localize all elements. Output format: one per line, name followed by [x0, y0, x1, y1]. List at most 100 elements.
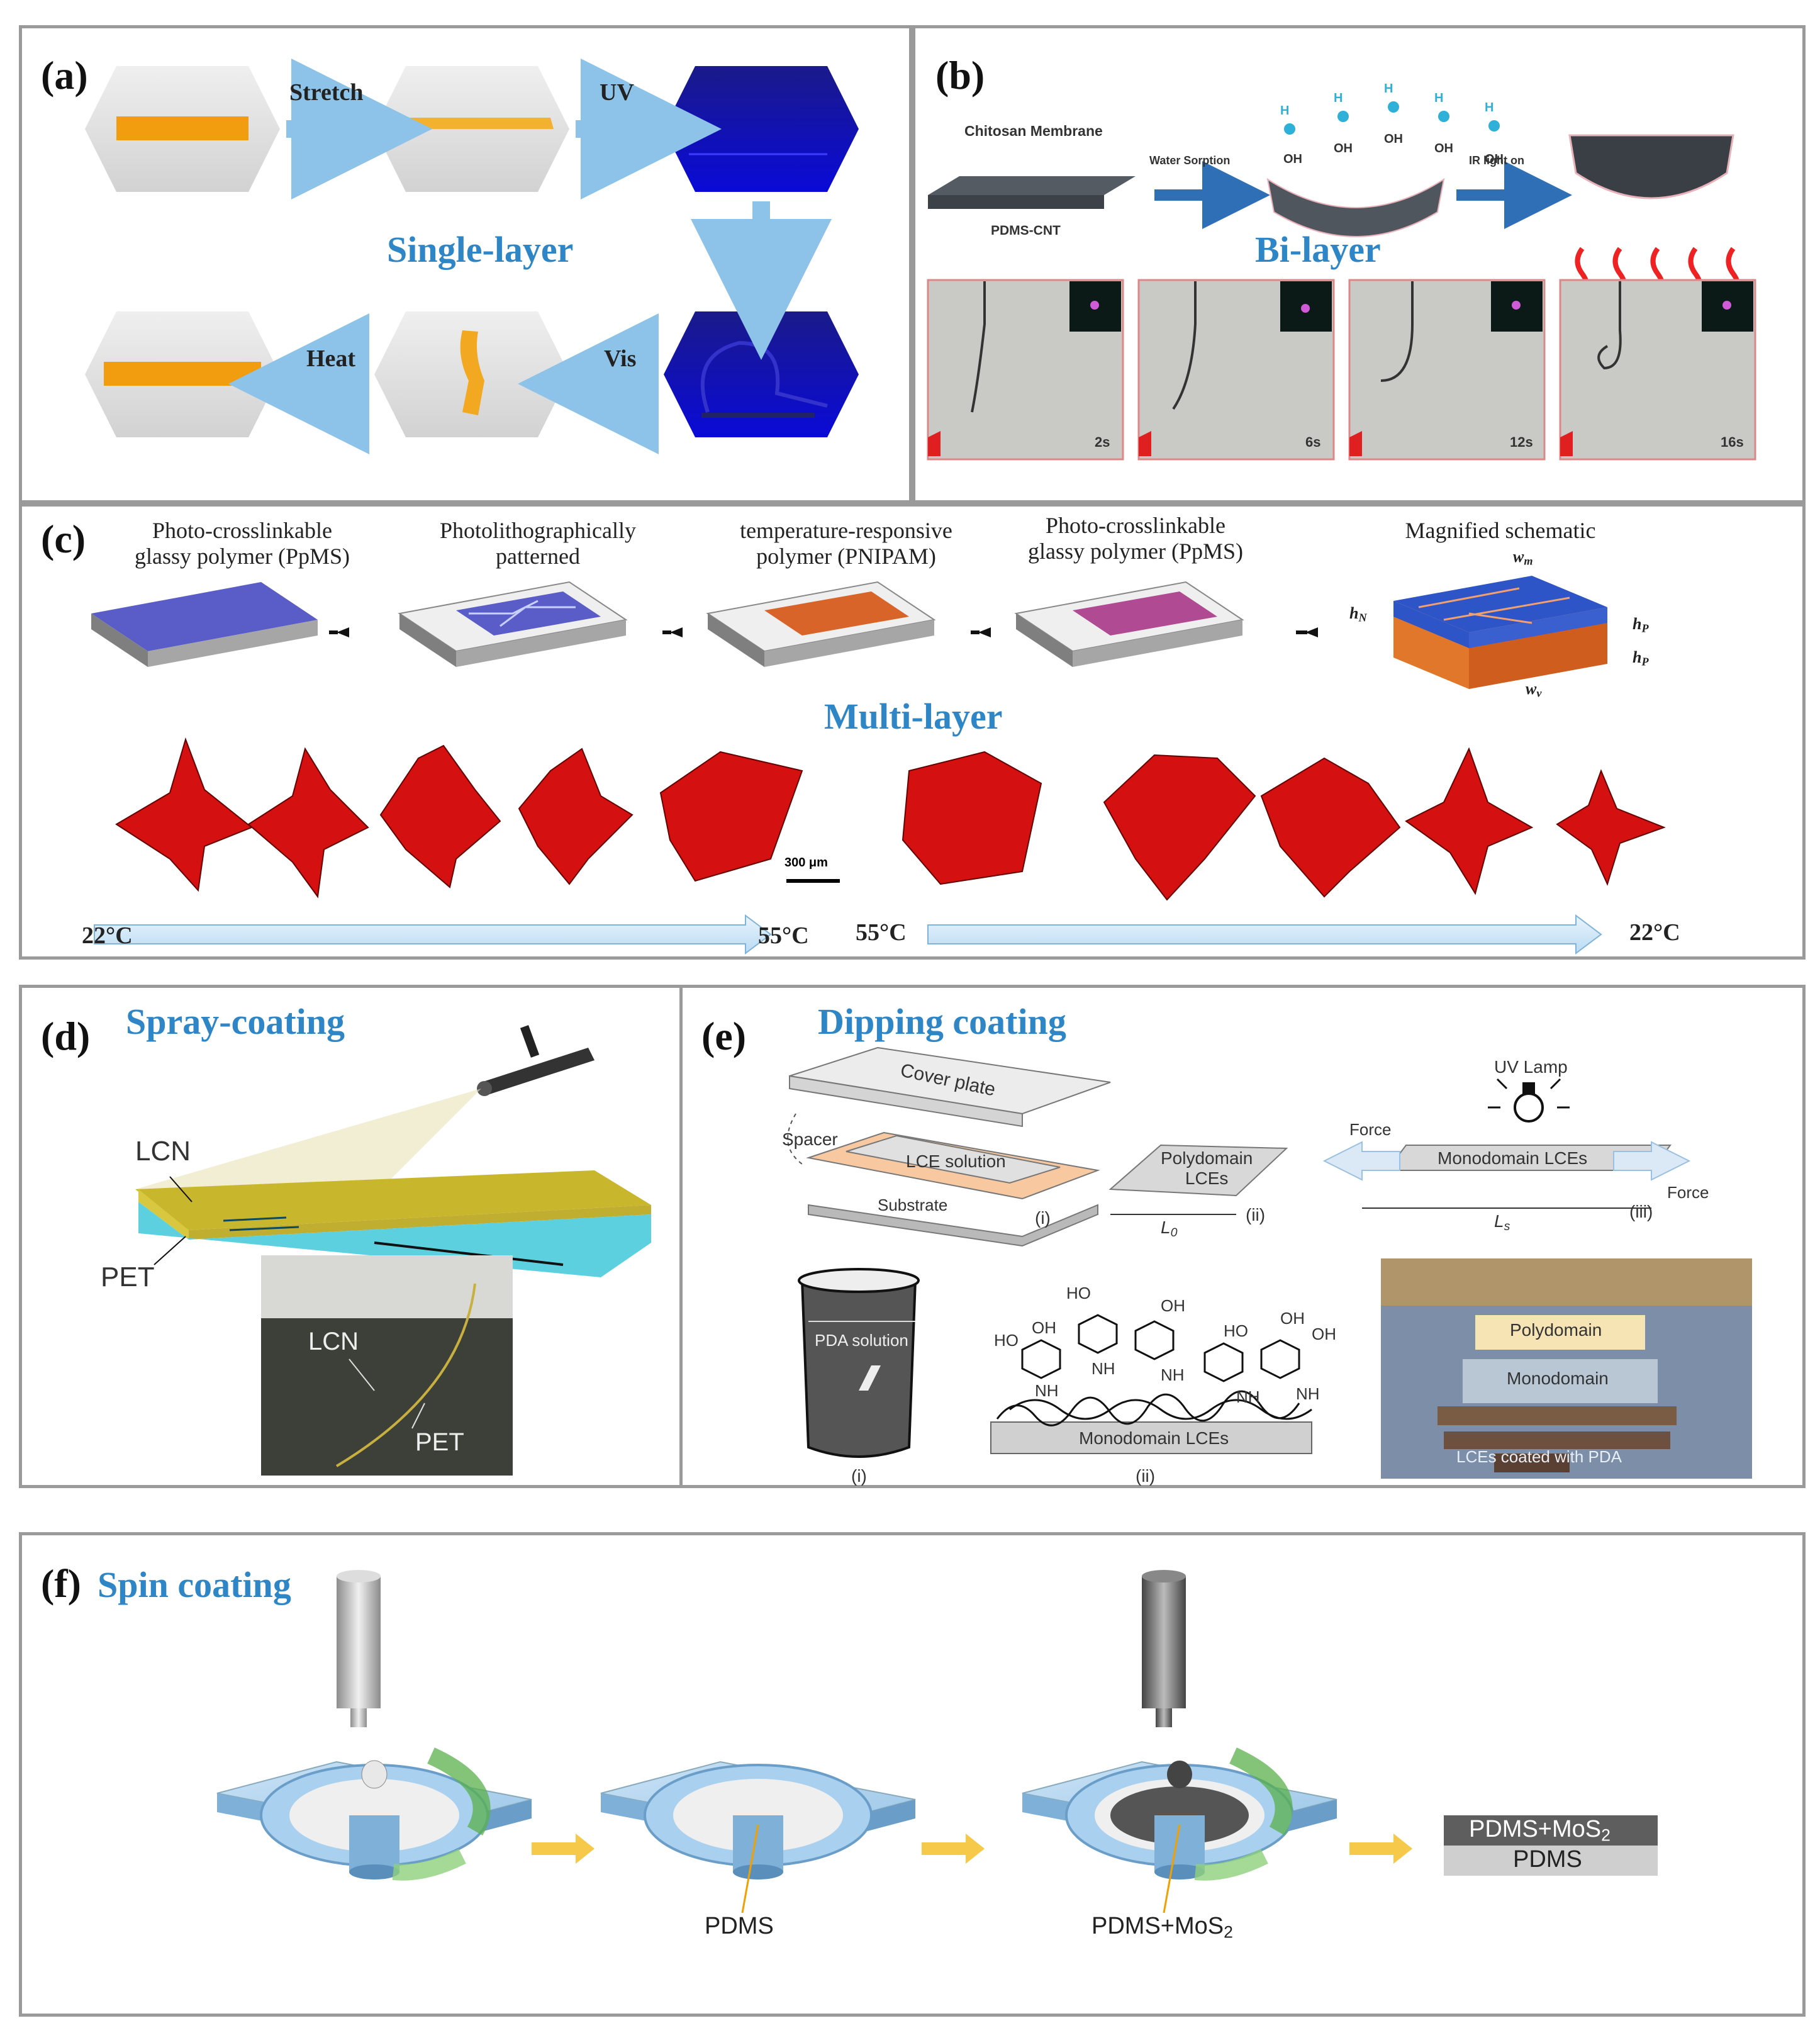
temp-left-end: 55°C: [758, 922, 809, 949]
panel-b-diagram: [927, 101, 1756, 461]
ls-label: Ls: [1494, 1211, 1510, 1233]
chem-oh-2: OH: [1161, 1296, 1185, 1315]
panel-c: (c) Photo-crosslinkable glassy polymer (…: [19, 503, 1806, 960]
pdms-mos2-label: PDMS+MoS2: [1091, 1913, 1233, 1942]
step-i-label: (i): [1035, 1208, 1051, 1228]
polydomain-lce-sheet: [1108, 1144, 1288, 1215]
substrate-label: Substrate: [878, 1196, 948, 1214]
water-h-2: H: [1334, 91, 1343, 105]
time-lapse-photos: [927, 279, 1756, 461]
water-h-1: H: [1280, 104, 1290, 118]
orange-strip-1: [116, 116, 248, 140]
uv-lamp-label: UV Lamp: [1494, 1057, 1568, 1077]
panel-f-label: (f): [41, 1561, 81, 1606]
water-h-3: H: [1384, 82, 1393, 96]
process-arrows: [532, 1834, 1412, 1864]
pdms-cnt-label: PDMS-CNT: [991, 223, 1061, 238]
orange-strip-recovered: [104, 362, 261, 386]
stack-bottom-layer: [1444, 1846, 1658, 1876]
panel-c-diagram: [91, 576, 1666, 955]
temp-right-end: 22°C: [1629, 919, 1680, 946]
chem-ho-1: HO: [994, 1331, 1019, 1350]
ir-light-label: IR light on: [1469, 154, 1524, 167]
spray-coating-title: Spray-coating: [126, 1001, 345, 1042]
spin-coater-3: [1022, 1747, 1337, 1913]
cover-plate-setup: [787, 1046, 1111, 1247]
photo-pet-label: PET: [415, 1428, 464, 1456]
panel-a-diagram: [85, 59, 859, 454]
panel-b: (b): [912, 25, 1806, 503]
panel-e-diagram: [787, 1046, 1752, 1479]
panel-d-label: (d): [41, 1014, 91, 1058]
chem-nh-5: NH: [1296, 1384, 1320, 1403]
dim-wm: wm: [1513, 547, 1533, 568]
panel-a-label: (a): [41, 53, 88, 98]
spin-coating-title: Spin coating: [98, 1564, 291, 1605]
step-label-4: Photo-crosslinkable glassy polymer (PpMS…: [1028, 513, 1243, 564]
photo-polydomain-label: Polydomain: [1510, 1320, 1602, 1340]
force-left-label: Force: [1349, 1120, 1392, 1139]
step-vis-label: Vis: [604, 345, 637, 372]
chem-oh-4: OH: [1312, 1325, 1336, 1343]
monodomain-base-label: Monodomain LCEs: [1079, 1428, 1229, 1448]
water-sorption-label: Water Sorption: [1149, 154, 1231, 167]
water-h-5: H: [1485, 101, 1494, 115]
pda-molecule-coating: [990, 1314, 1312, 1454]
single-layer-title: Single-layer: [387, 229, 574, 270]
panel-b-label: (b): [935, 53, 985, 98]
spacer-label: Spacer: [782, 1129, 838, 1149]
chem-nh-2: NH: [1091, 1359, 1115, 1378]
time-16s: 16s: [1721, 434, 1744, 450]
temp-arrow-heating: [94, 914, 772, 955]
dim-hp-2: hP: [1633, 648, 1649, 668]
time-12s: 12s: [1510, 434, 1533, 450]
step-label-2: Photolithographically patterned: [440, 518, 636, 569]
shape-morph-sequence: [115, 737, 1666, 901]
pet-layer: [138, 1202, 651, 1277]
pda-solution-label: PDA solution: [815, 1331, 908, 1350]
time-2s: 2s: [1095, 434, 1110, 450]
dim-hp-1: hP: [1633, 615, 1649, 635]
stack-top-label: PDMS+MoS2: [1469, 1816, 1611, 1845]
pet-label: PET: [101, 1262, 155, 1292]
lcn-label: LCN: [135, 1136, 191, 1167]
mol-step-label: (ii): [1136, 1466, 1156, 1486]
beaker-step-label: (i): [851, 1466, 867, 1486]
spin-coater-1: [216, 1747, 532, 1881]
panel-e: (e) Dipping coating: [679, 985, 1806, 1488]
oh-label-3: OH: [1384, 132, 1403, 146]
panel-a: (a) Stretch UV Vis Heat Single-layer: [19, 25, 912, 503]
step-label-3: temperature-responsive polymer (PNIPAM): [740, 518, 952, 569]
polydomain-lces-label: Polydomain LCEs: [1161, 1148, 1253, 1188]
bi-layer-title: Bi-layer: [1255, 229, 1381, 270]
lcn-layer-front: [138, 1189, 189, 1240]
chem-nh-1: NH: [1035, 1381, 1059, 1400]
panel-d: (d) Spray-coating LCN PET LCN PET: [19, 985, 686, 1488]
uv-hexagon-2: [664, 311, 859, 437]
stack-top-layer: [1444, 1815, 1658, 1846]
lce-samples-photo: [1381, 1258, 1752, 1479]
multi-layer-title: Multi-layer: [824, 696, 1003, 737]
uv-lamp-icon: [1488, 1078, 1570, 1123]
monodomain-lces-label: Monodomain LCEs: [1438, 1148, 1588, 1168]
uv-hexagon-1: [664, 66, 859, 192]
panel-c-label: (c): [41, 517, 86, 561]
slab-4: [1014, 581, 1244, 667]
temp-arrow-cooling: [927, 914, 1602, 955]
lce-solution-label: LCE solution: [906, 1151, 1006, 1171]
force-right-label: Force: [1667, 1183, 1709, 1202]
chitosan-membrane-label: Chitosan Membrane: [964, 123, 1103, 139]
stack-bottom-label: PDMS: [1513, 1846, 1582, 1873]
pda-beaker-icon: [798, 1268, 920, 1458]
chem-oh-3: OH: [1280, 1309, 1305, 1328]
chem-ho-3: HO: [1224, 1321, 1248, 1340]
step-heat-label: Heat: [306, 345, 356, 372]
oh-label-1: OH: [1283, 152, 1302, 166]
orange-strip-bent: [460, 330, 484, 415]
step-label-1: Photo-crosslinkable glassy polymer (PpMS…: [135, 518, 350, 569]
step-stretch-label: Stretch: [289, 79, 364, 106]
photo-coated-label: LCEs coated with PDA: [1456, 1447, 1622, 1466]
temp-right-start: 55°C: [856, 919, 907, 946]
panel-f-diagram: [216, 1570, 1658, 1913]
slab-2: [398, 581, 628, 667]
